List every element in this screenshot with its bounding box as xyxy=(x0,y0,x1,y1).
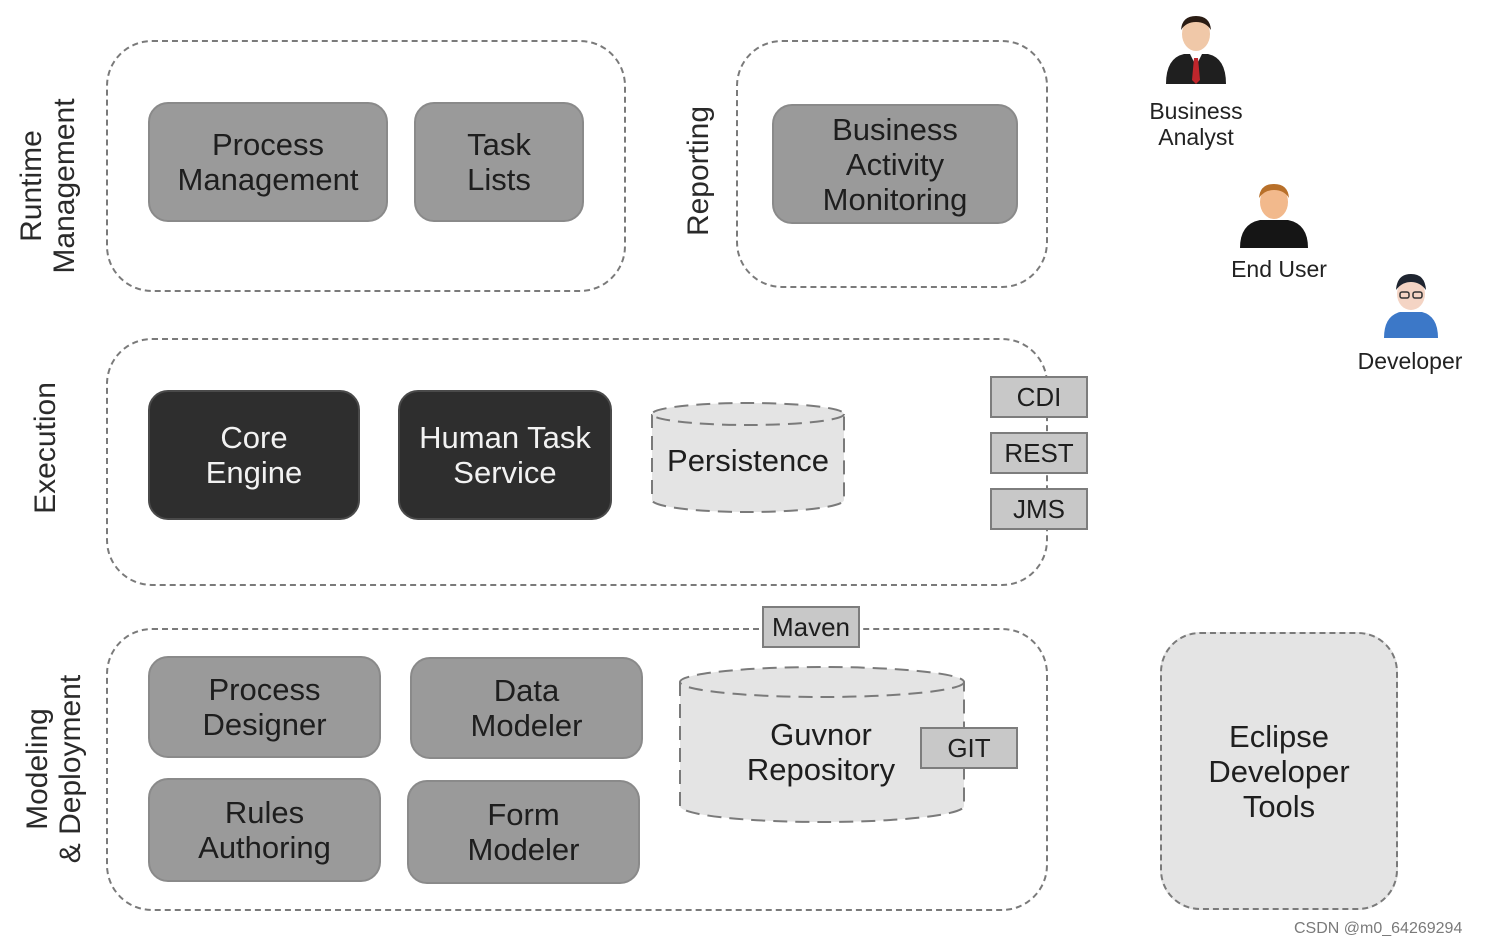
human-task-service-box: Human Task Service xyxy=(398,390,612,520)
developer-label: Developer xyxy=(1357,348,1463,374)
developer-icon xyxy=(1384,274,1438,338)
persistence-label: Persistence xyxy=(667,442,829,478)
form-modeler-box: Form Modeler xyxy=(407,780,640,884)
end-user-label: End User xyxy=(1231,256,1327,282)
reporting-group xyxy=(736,40,1048,288)
cdi-tag: CDI xyxy=(990,376,1088,418)
persistence-cylinder xyxy=(651,402,845,513)
modeling-deployment-label: Modeling & Deployment xyxy=(21,674,87,864)
rules-authoring-box: Rules Authoring xyxy=(148,778,381,882)
runtime-management-group xyxy=(106,40,626,292)
core-engine-box: Core Engine xyxy=(148,390,360,520)
execution-label: Execution xyxy=(28,382,62,514)
business-analyst-icon xyxy=(1166,16,1226,84)
business-activity-monitoring-box: Business Activity Monitoring xyxy=(772,104,1018,224)
guvnor-repository-cylinder xyxy=(679,666,965,823)
reporting-label: Reporting xyxy=(681,105,715,237)
end-user-icon xyxy=(1240,184,1308,248)
business-analyst-label: Business Analyst xyxy=(1149,98,1243,150)
guvnor-repository-label: Guvnor Repository xyxy=(746,717,896,787)
jms-tag: JMS xyxy=(990,488,1088,530)
process-management-box: Process Management xyxy=(148,102,388,222)
watermark: CSDN @m0_64269294 xyxy=(1294,920,1463,937)
rest-tag: REST xyxy=(990,432,1088,474)
git-tag: GIT xyxy=(920,727,1018,769)
eclipse-developer-tools-box: Eclipse Developer Tools xyxy=(1160,632,1398,910)
runtime-management-label: Runtime Management xyxy=(15,98,81,274)
task-lists-box: Task Lists xyxy=(414,102,584,222)
data-modeler-box: Data Modeler xyxy=(410,657,643,759)
modeling-deployment-group xyxy=(106,628,1048,911)
process-designer-box: Process Designer xyxy=(148,656,381,758)
maven-tag: Maven xyxy=(762,606,860,648)
